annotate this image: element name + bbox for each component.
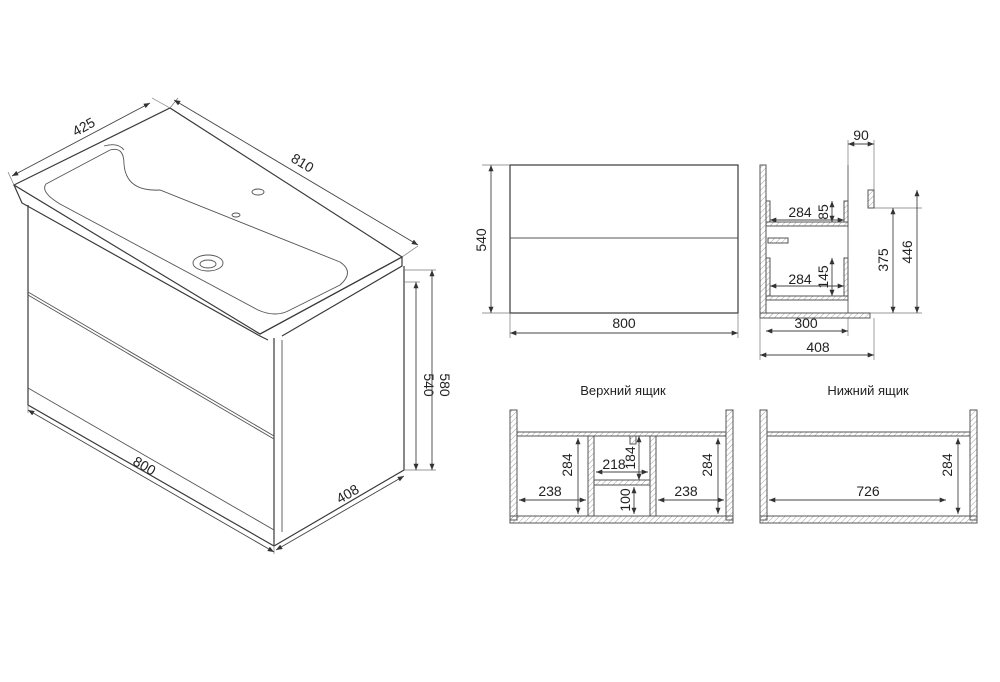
dim-label-284-lower-drawer: 284 (939, 453, 955, 477)
dim-label-284-upper-left: 284 (559, 453, 575, 477)
lower-left-wall (759, 409, 768, 521)
drain-inner (199, 259, 217, 269)
dim-line-408-iso (275, 475, 405, 551)
dim-label-284-upper: 284 (788, 204, 812, 220)
upper-center-shelf (593, 479, 651, 486)
drawer-bottom-line (27, 387, 275, 531)
lower-bottom-wall (759, 515, 978, 524)
tap-hole-icon (251, 188, 265, 196)
drawer-split-2 (27, 294, 275, 440)
side-upper-runner (767, 237, 789, 244)
dim-label-375: 375 (875, 248, 891, 272)
upper-divider-right (649, 435, 657, 517)
dim-label-100: 100 (617, 488, 633, 512)
side-upper-drawer-bottom (765, 221, 849, 227)
upper-divider-left (587, 435, 595, 517)
side-lower-drawer-bottom (765, 295, 849, 301)
dim-label-800-iso: 800 (130, 453, 158, 479)
lower-right-wall (969, 409, 978, 521)
side-front-panel (759, 164, 767, 314)
lower-drawer-view: Нижний ящик 726 284 (759, 383, 978, 524)
front-cabinet-outline (509, 164, 739, 314)
dim-label-425: 425 (69, 114, 97, 139)
dim-label-85: 85 (815, 204, 831, 220)
dim-label-284-lower: 284 (788, 271, 812, 287)
lower-top-rim (766, 431, 971, 437)
lower-drawer-title: Нижний ящик (827, 383, 909, 398)
dim-label-184: 184 (622, 446, 638, 470)
dim-label-800-front: 800 (612, 315, 636, 331)
dim-label-300: 300 (794, 315, 818, 331)
dim-label-145: 145 (815, 265, 831, 289)
upper-left-wall (509, 409, 518, 521)
cabinet-front-left (27, 205, 275, 547)
dim-label-218: 218 (602, 456, 626, 472)
dim-label-810: 810 (288, 150, 316, 176)
upper-right-wall (725, 409, 734, 521)
drawer-split-1 (27, 291, 275, 437)
upper-drawer-view: Верхний ящик 284 238 218 184 100 284 238 (509, 383, 734, 524)
dim-label-284-upper-right: 284 (699, 453, 715, 477)
upper-bottom-wall (509, 515, 734, 524)
isometric-view: 425 810 800 408 540 580 (7, 97, 453, 554)
side-back-bracket (867, 189, 875, 209)
upper-top-rim (516, 431, 727, 437)
dim-label-540-front: 540 (473, 228, 489, 252)
dim-label-90: 90 (853, 127, 869, 143)
dim-line-810 (173, 99, 419, 246)
side-upper-drawer-back (843, 200, 849, 223)
upper-drawer-title: Верхний ящик (580, 383, 666, 398)
dim-label-540-iso: 540 (421, 373, 437, 397)
dim-label-238-left: 238 (538, 483, 562, 499)
upper-center-tab (629, 435, 637, 445)
countertop-front-edge (13, 184, 269, 341)
side-lower-drawer-front (765, 257, 771, 297)
dim-label-238-right: 238 (674, 483, 698, 499)
side-view: 90 284 85 284 145 375 446 300 408 (759, 127, 922, 360)
dim-label-408-side: 408 (806, 339, 830, 355)
side-lower-drawer-back (843, 257, 849, 297)
overflow-hole-icon (231, 212, 241, 218)
side-upper-drawer-front (765, 200, 771, 223)
countertop-side-edge (259, 255, 403, 337)
dim-label-446: 446 (899, 240, 915, 264)
dim-label-580-iso: 580 (437, 373, 453, 397)
side-base-panel (759, 312, 871, 319)
drain-icon (192, 254, 224, 272)
dim-label-726: 726 (856, 483, 880, 499)
dim-line-800-iso (27, 409, 275, 553)
dim-line-425 (11, 102, 151, 177)
front-view: 540 800 (473, 164, 739, 338)
